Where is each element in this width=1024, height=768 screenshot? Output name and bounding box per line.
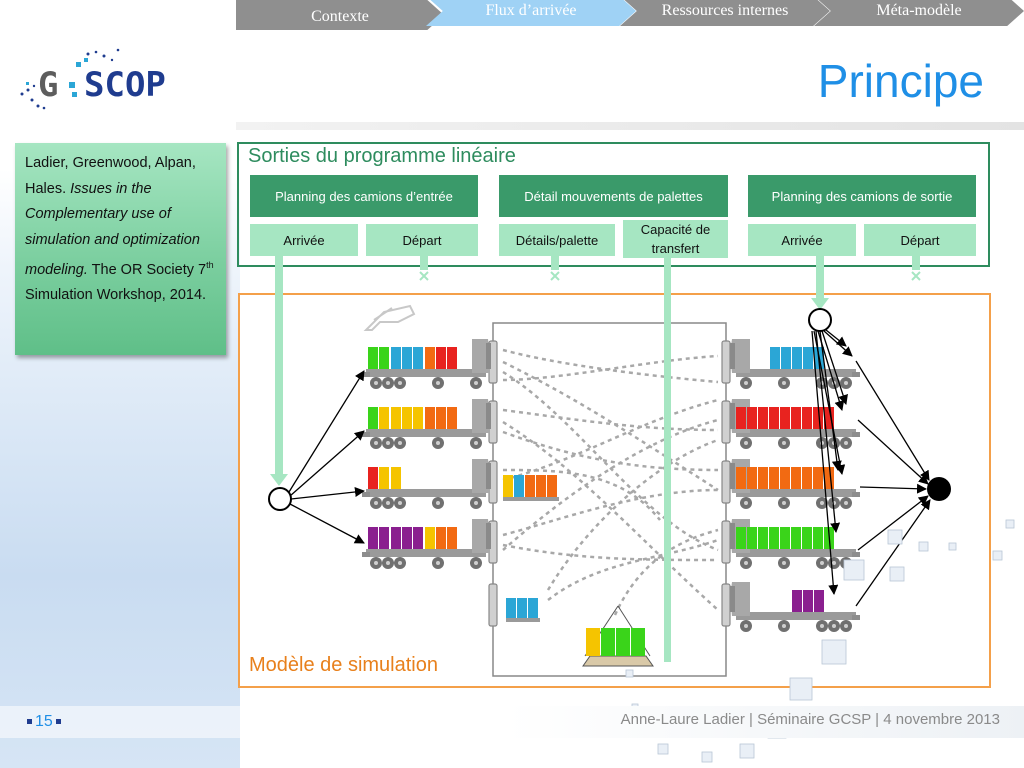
reference-card: Ladier, Greenwood, Alpan, Hales. Issues … [15, 143, 226, 355]
lp-sub-label: Arrivée [781, 232, 823, 248]
lp-group-outbound-header: Planning des camions de sortie [748, 175, 976, 217]
reference-venue-sup: th [206, 260, 214, 270]
footer-band [505, 706, 1024, 738]
sink-node-icon [927, 477, 951, 501]
source-node-icon [268, 487, 292, 511]
left-decor-band [0, 0, 240, 768]
lp-sub-inbound-departure: Départ [366, 224, 478, 256]
platform-logo-icon [363, 304, 416, 331]
scale-icon [582, 605, 654, 667]
page-title: Principe [817, 55, 984, 107]
nav-step-label: Méta-modèle [876, 2, 962, 19]
reference-venue: The OR Society 7 [91, 261, 207, 278]
decor-squares [625, 519, 1015, 763]
lp-sub-outbound-departure: Départ [864, 224, 976, 256]
svg-text:G: G [38, 65, 58, 105]
lp-group-inbound-header: Planning des camions d’entrée [250, 175, 478, 217]
page-number-value: 15 [35, 713, 53, 730]
truck-icon [730, 459, 860, 509]
outbound-arrows [811, 329, 853, 595]
footer-text: Anne-Laure Ladier | Séminaire GCSP | 4 n… [620, 711, 1000, 728]
truck-icon [362, 459, 491, 509]
reference-title: Issues in the Complementary use of simul… [25, 180, 200, 278]
bullet-icon [27, 719, 32, 725]
reference-venue-end: Simulation Workshop, 2014. [25, 287, 207, 304]
page-number: 15 [24, 713, 64, 731]
nav-step-label: Flux d’arrivée [485, 2, 577, 19]
simulation-title: Modèle de simulation [249, 654, 438, 676]
blocked-cross-icon [419, 271, 921, 281]
truck-icon [730, 519, 860, 569]
lp-sub-label: Départ [402, 232, 442, 248]
truck-icon [362, 399, 491, 449]
lp-sub-transfer-capacity: Capacité de transfert [623, 220, 728, 258]
nav-step-flux[interactable]: Flux d’arrivée [426, 0, 636, 26]
lp-group-pallets-header: Détail mouvements de palettes [499, 175, 728, 217]
pallet-icon [506, 598, 540, 622]
sink-arrows [855, 360, 931, 607]
lp-sub-outbound-arrival: Arrivée [748, 224, 856, 256]
reference-authors: Ladier, Greenwood, Alpan, Hales. [25, 155, 196, 197]
lp-group-label: Planning des camions de sortie [771, 188, 953, 204]
inbound-arrows [288, 370, 365, 544]
truck-icon [730, 399, 860, 449]
lp-sub-label: Arrivée [283, 232, 325, 248]
nav-step-label: Contexte [311, 8, 369, 25]
nav-step-meta-modele[interactable]: Méta-modèle [814, 0, 1024, 26]
outbound-node-icon [808, 308, 832, 332]
truck-icon [362, 339, 491, 389]
lp-sub-label: Départ [900, 232, 940, 248]
footer-left-band [0, 706, 240, 738]
bullet-icon [55, 719, 61, 725]
nav-step-contexte[interactable]: Contexte [236, 0, 444, 30]
lp-sub-pallet-details: Détails/palette [499, 224, 615, 256]
nav-step-label: Ressources internes [661, 2, 789, 19]
simulation-box [238, 293, 991, 688]
nav-step-ressources[interactable]: Ressources internes [620, 0, 830, 26]
title-rule [236, 122, 1024, 130]
lp-group-label: Détail mouvements de palettes [524, 188, 703, 204]
truck-icon [362, 519, 491, 569]
lp-connectors [270, 256, 920, 662]
svg-text:SCOP: SCOP [84, 65, 166, 105]
lp-sub-inbound-arrival: Arrivée [250, 224, 358, 256]
lp-sub-label: Détails/palette [515, 232, 599, 248]
lp-outputs-box [237, 142, 990, 267]
truck-icon [730, 582, 860, 632]
section-nav: Contexte Flux d’arrivée Ressources inter… [236, 0, 1024, 30]
gscop-logo: G SCOP [14, 46, 194, 116]
pallet-flows [502, 348, 719, 616]
lp-group-label: Planning des camions d’entrée [275, 188, 453, 204]
pallet-icon [503, 475, 559, 501]
lp-sub-label: Capacité de transfert [640, 222, 711, 256]
lp-outputs-title: Sorties du programme linéaire [248, 145, 516, 167]
